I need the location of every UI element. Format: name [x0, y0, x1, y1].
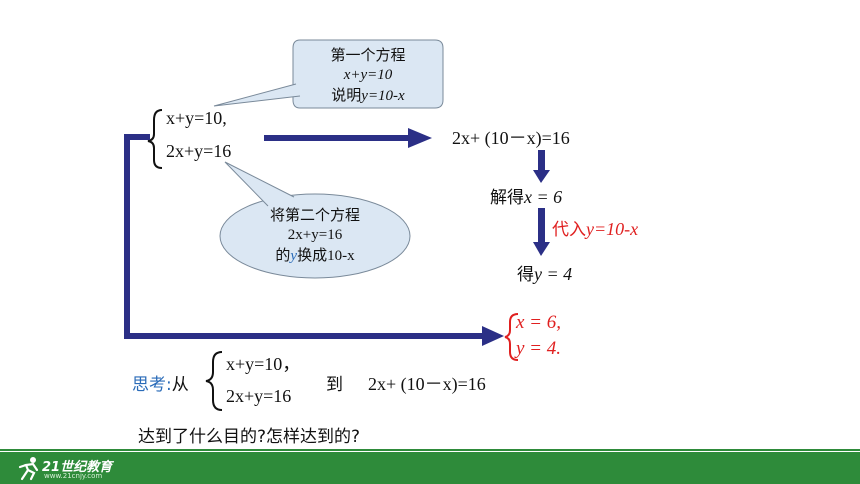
main-arrow-head	[408, 128, 432, 148]
callout-top-line2: x+y=10	[343, 67, 393, 83]
system-eq2: 2x+y=16	[166, 141, 232, 161]
callout-bottom-line2: 2x+y=16	[287, 227, 343, 243]
bracket-bottom-shaft	[124, 333, 486, 339]
callout-top-line3-prefix: 说明	[331, 86, 362, 104]
footer-divider	[0, 449, 860, 451]
down-arrow-2-head	[533, 242, 550, 256]
main-arrow-shaft	[264, 135, 412, 141]
callout-bottom: 将第二个方程 2x+y=16 的y换成10-x	[235, 204, 395, 267]
footer-bar: 21世纪教育 www.21cnjy.com	[0, 452, 860, 484]
system-eq1: x+y=10,	[166, 108, 227, 128]
footer-brand: 21世纪教育	[42, 460, 113, 475]
think-question: 达到了什么目的?怎样达到的?	[138, 427, 361, 447]
think-label: 思考:从	[132, 370, 189, 395]
plug-step: 代入y=10-x	[552, 215, 638, 240]
solution-line2: y = 4.	[516, 338, 562, 359]
think-eq2: 2x+y=16	[226, 386, 292, 406]
think-eq1: x+y=10，	[226, 354, 301, 374]
callout-top-line1: 第一个方程	[330, 46, 406, 64]
bracket-vertical	[124, 134, 130, 339]
think-brace	[205, 351, 223, 411]
callout-bottom-line1: 将第二个方程	[269, 206, 360, 224]
callout-top-bubble	[292, 39, 444, 109]
bracket-top-stub	[124, 134, 150, 140]
get-equation: y = 4	[534, 264, 573, 284]
callout-bottom-line3-c: 换成	[297, 246, 328, 264]
solve-step: 解得x = 6	[490, 183, 562, 208]
down-arrow-1-shaft	[538, 150, 545, 172]
callout-bottom-line3-a: 的	[275, 246, 291, 264]
footer-url: www.21cnjy.com	[44, 472, 103, 480]
callout-top: 第一个方程 x+y=10 说明y=10-x	[296, 44, 440, 106]
solve-label: 解得	[490, 188, 524, 208]
think-target: 2x+ (10－x)=16	[368, 374, 486, 394]
system-brace	[147, 109, 163, 169]
down-arrow-2-shaft	[538, 208, 545, 244]
plug-label: 代入	[552, 220, 586, 240]
callout-top-pointer	[213, 83, 301, 107]
callout-top-line3: 说明y=10-x	[296, 85, 440, 106]
get-step: 得y = 4	[517, 260, 572, 285]
callout-bottom-pointer	[224, 161, 295, 207]
solution-brace	[504, 313, 519, 361]
get-label: 得	[517, 265, 534, 285]
plug-equation: y=10-x	[586, 219, 639, 239]
substituted-equation: 2x+ (10－x)=16	[452, 128, 570, 148]
runner-icon	[18, 457, 39, 481]
down-arrow-1-head	[533, 170, 550, 183]
think-to: 到	[326, 375, 343, 395]
footer-logo: 21世纪教育 www.21cnjy.com	[16, 455, 136, 481]
solution-line1: x = 6,	[516, 312, 562, 333]
callout-bottom-bubble	[219, 193, 411, 279]
think-label-text: 思考:	[132, 375, 172, 395]
solve-equation: x = 6	[524, 187, 563, 207]
think-from: 从	[171, 375, 189, 395]
callout-top-line3-eq: y=10-x	[361, 88, 405, 104]
callout-bottom-line3: 的y换成10-x	[235, 245, 395, 267]
bracket-arrow-head	[482, 326, 504, 346]
callout-bottom-line3-b: y	[290, 248, 298, 264]
callout-bottom-line3-d: 10-x	[327, 248, 355, 264]
